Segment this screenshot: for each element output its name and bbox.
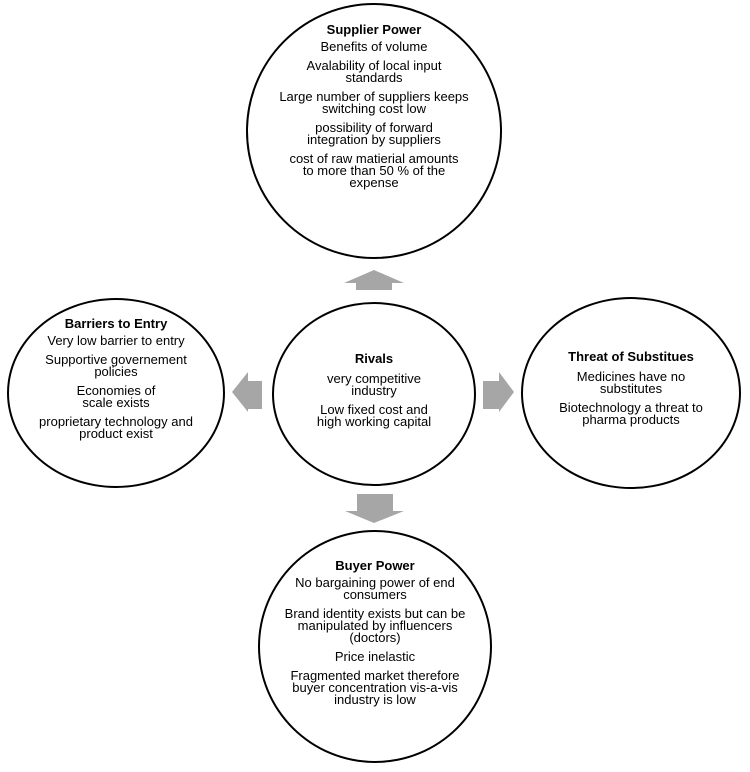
buyer-power-circle: Buyer Power No bargaining power of end c… xyxy=(258,530,492,763)
arrow-up xyxy=(344,270,404,290)
barriers-to-entry-item: Very low barrier to entry xyxy=(47,333,185,348)
rivals-title: Rivals xyxy=(354,351,394,366)
threat-of-substitutes-title: Threat of Substitues xyxy=(568,349,694,364)
rivals-circle: Rivals very competitive industry Low fix… xyxy=(272,302,476,486)
barriers-to-entry-title: Barriers to Entry xyxy=(64,316,168,331)
supplier-power-item: possibility of forward integration by su… xyxy=(307,120,441,147)
arrow-left xyxy=(232,372,262,412)
barriers-to-entry-item: Supportive governement policies xyxy=(45,352,187,379)
barriers-to-entry-item: proprietary technology and product exist xyxy=(39,414,193,441)
supplier-power-circle: Supplier Power Benefits of volume Avalab… xyxy=(246,3,502,259)
arrow-down xyxy=(345,494,404,523)
arrow-right xyxy=(483,372,514,412)
supplier-power-item: Large number of suppliers keeps switchin… xyxy=(279,89,469,116)
buyer-power-item: Brand identity exists but can be manipul… xyxy=(284,606,466,645)
threat-of-substitutes-item: Medicines have no substitutes xyxy=(576,369,686,396)
barriers-to-entry-circle: Barriers to Entry Very low barrier to en… xyxy=(7,298,225,488)
supplier-power-title: Supplier Power xyxy=(326,22,422,37)
buyer-power-item: Price inelastic xyxy=(334,649,416,664)
threat-of-substitutes-item: Biotechnology a threat to pharma product… xyxy=(559,400,703,427)
supplier-power-item: Benefits of volume xyxy=(320,39,428,54)
supplier-power-item: cost of raw matierial amounts to more th… xyxy=(289,151,459,190)
buyer-power-title: Buyer Power xyxy=(335,558,415,573)
rivals-item: very competitive industry xyxy=(327,371,421,398)
buyer-power-item: Fragmented market therefore buyer concen… xyxy=(290,668,460,707)
threat-of-substitutes-circle: Threat of Substitues Medicines have no s… xyxy=(521,297,741,489)
barriers-to-entry-item: Economies of scale exists xyxy=(76,383,156,410)
supplier-power-item: Avalability of local input standards xyxy=(306,58,442,85)
rivals-item: Low fixed cost and high working capital xyxy=(316,402,432,429)
buyer-power-item: No bargaining power of end consumers xyxy=(295,575,455,602)
